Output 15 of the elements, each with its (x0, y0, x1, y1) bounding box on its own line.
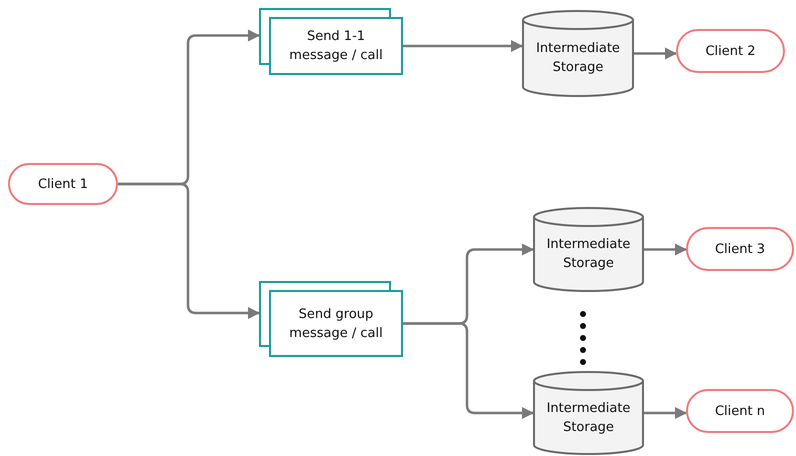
arrow (644, 244, 687, 256)
node-label: Intermediate Storage (546, 236, 632, 273)
arrow (644, 407, 687, 419)
node-label: Client 1 (38, 176, 88, 194)
arrow (118, 182, 260, 319)
arrow (403, 40, 523, 52)
node-label: Send 1-1 message / call (288, 28, 384, 65)
node-label: Intermediate Storage (546, 400, 632, 436)
node-label: Intermediate Storage (535, 40, 621, 77)
node-label: Send group message / call (288, 306, 384, 342)
node-label: Client 3 (714, 240, 766, 258)
node-label: Client 2 (705, 42, 756, 60)
node-label: Client n (714, 402, 765, 420)
arrow (403, 322, 534, 419)
arrow (634, 48, 677, 60)
